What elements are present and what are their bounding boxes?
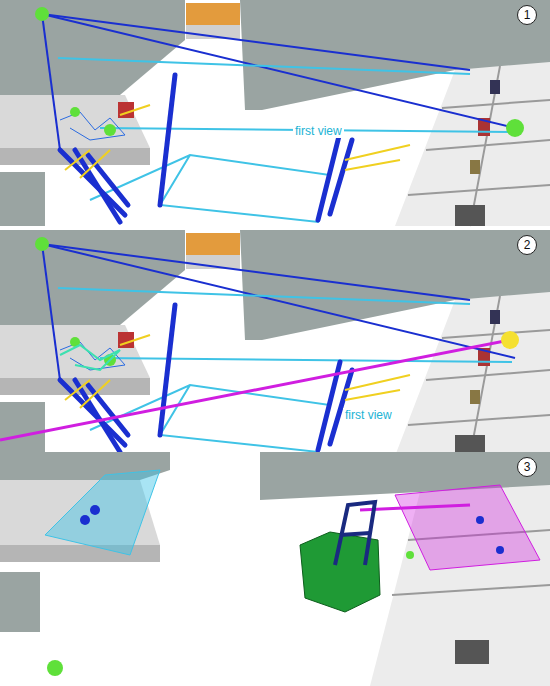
panel-two (0, 230, 550, 456)
object (90, 505, 100, 515)
cyan-frustum (45, 470, 160, 555)
callout-number: 3 (517, 457, 537, 477)
panel-three (0, 452, 550, 686)
bar (340, 533, 370, 535)
object (496, 546, 504, 554)
robot-frame (335, 502, 375, 565)
board (392, 585, 550, 595)
sphere (406, 551, 414, 559)
mast (335, 502, 375, 565)
object (80, 515, 90, 525)
magenta-ray (0, 340, 510, 440)
view-label: first view (293, 124, 344, 138)
sphere (501, 331, 519, 349)
cluster (60, 345, 120, 370)
shelf (370, 485, 550, 686)
wall (0, 572, 40, 632)
object (476, 516, 484, 524)
callout-number: 2 (517, 235, 537, 255)
magenta-frustum (395, 485, 540, 570)
printer (455, 640, 489, 664)
panel-one (0, 0, 550, 226)
view-label: first view (343, 408, 394, 422)
table (0, 545, 160, 562)
callout-number: 1 (517, 5, 537, 25)
sphere (506, 119, 524, 137)
floor (0, 452, 550, 686)
magenta-ray (360, 505, 470, 510)
sphere (47, 660, 63, 676)
